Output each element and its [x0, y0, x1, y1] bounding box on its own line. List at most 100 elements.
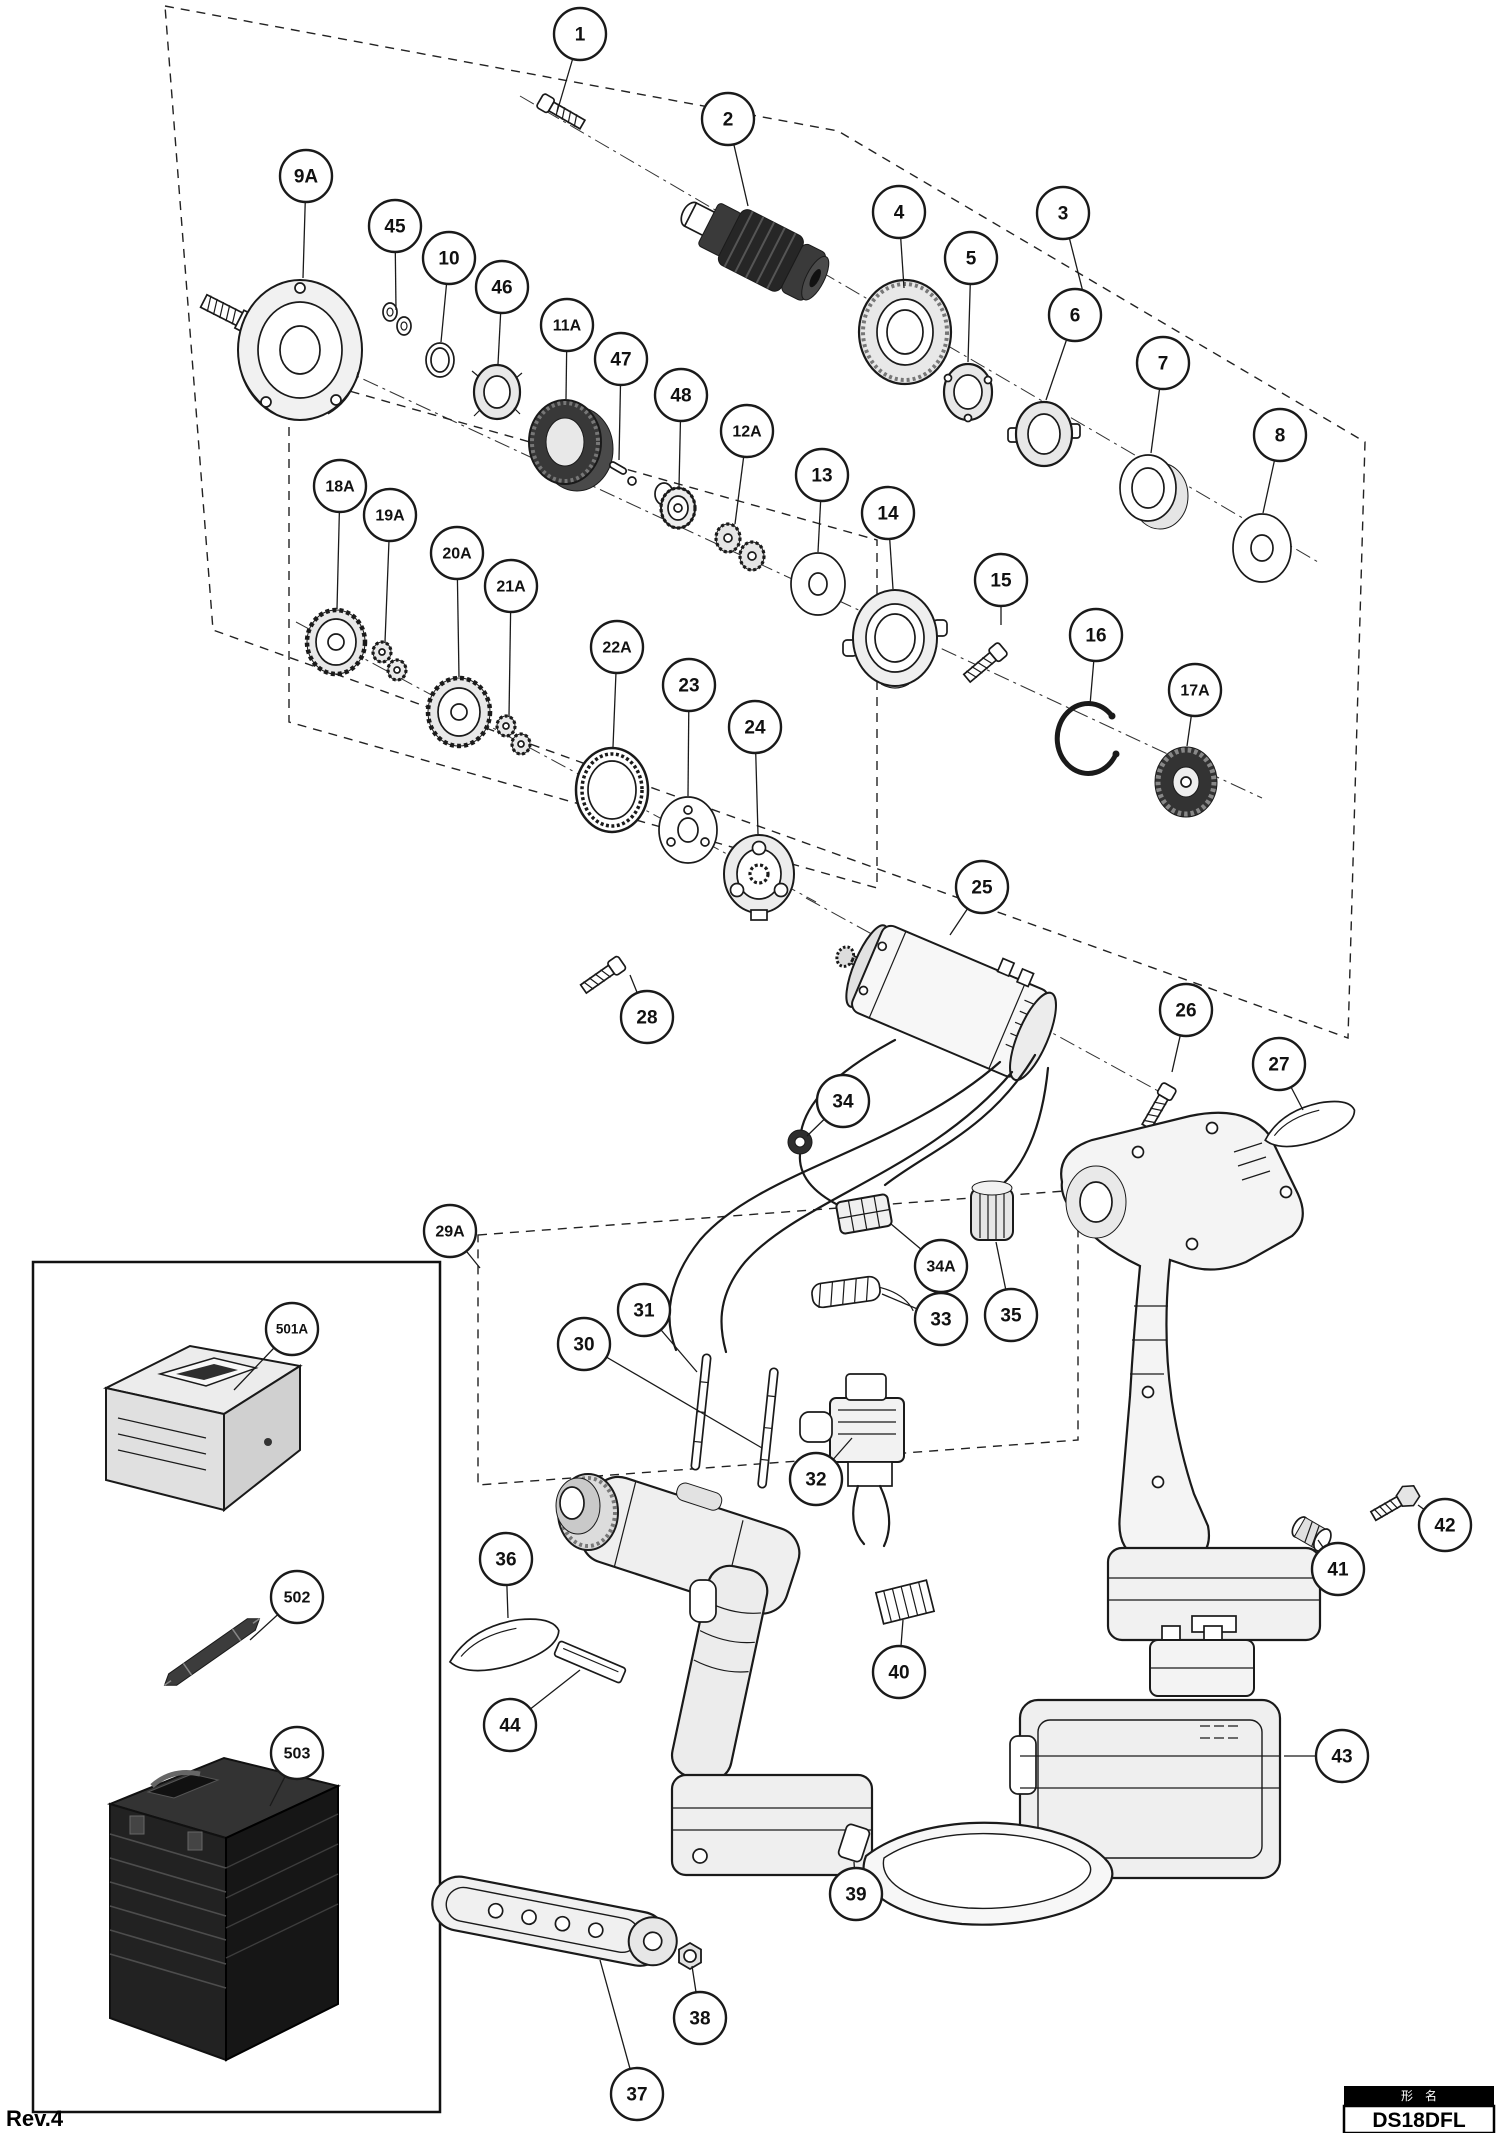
- callout-number: 26: [1175, 1001, 1196, 1022]
- part-42-bolt: [1369, 1484, 1421, 1522]
- callout-24: 24: [727, 699, 783, 835]
- callout-bubble: [593, 331, 649, 387]
- part-30-rod: [757, 1367, 779, 1489]
- callout-number: 40: [888, 1663, 909, 1684]
- callout-bubble: [1167, 662, 1223, 718]
- model-number-label: DS18DFL: [1372, 2109, 1466, 2132]
- part-46-ring: [471, 363, 523, 421]
- callout-6: 6: [1045, 287, 1103, 401]
- callout-33: 33: [881, 1291, 969, 1347]
- callout-bubble: [312, 458, 368, 514]
- callout-2: 2: [700, 91, 756, 207]
- callout-29a: 29A: [422, 1203, 481, 1269]
- part-22a-ring-gear: [574, 746, 650, 834]
- callout-number: 1: [575, 25, 586, 46]
- callout-bubble: [815, 1073, 871, 1129]
- callout-41: 41: [1310, 1539, 1366, 1597]
- part-43-battery: [1009, 1625, 1282, 1880]
- callout-number: 3: [1058, 204, 1069, 225]
- part-27-label-plate: [1264, 1100, 1356, 1148]
- callout-number: 21A: [496, 579, 526, 596]
- callout-bubble: [700, 91, 756, 147]
- callout-number: 23: [678, 676, 699, 697]
- part-26-screw: [1141, 1082, 1177, 1131]
- callout-number: 8: [1275, 426, 1286, 447]
- part-4-ring-nut: [857, 278, 953, 386]
- part-47-pin: [608, 461, 637, 486]
- title-block-header-label: 形 名: [1401, 2088, 1437, 2103]
- callout-number: 29A: [435, 1224, 465, 1241]
- callout-number: 28: [636, 1008, 657, 1029]
- callout-number: 9A: [294, 167, 319, 188]
- callout-bubble: [1251, 1036, 1307, 1092]
- callout-44: 44: [482, 1669, 581, 1753]
- callout-48: 48: [653, 367, 709, 488]
- part-44-strip: [553, 1640, 627, 1684]
- revision-label: Rev.4: [6, 2106, 64, 2131]
- callout-3: 3: [1035, 185, 1091, 301]
- part-19a-pinions: [371, 640, 408, 682]
- callout-10: 10: [421, 230, 477, 343]
- callout-45: 45: [367, 198, 423, 311]
- callout-15: 15: [973, 552, 1029, 625]
- callout-number: 10: [438, 249, 459, 270]
- callout-9a: 9A: [278, 148, 334, 279]
- upper-assembly-boundary: [164, 5, 1366, 1039]
- callout-bubble: [1068, 607, 1124, 663]
- callout-46: 46: [474, 259, 530, 365]
- callout-bubble: [269, 1725, 325, 1781]
- callout-36: 36: [478, 1531, 534, 1619]
- part-39-strap: [837, 1821, 1114, 1926]
- part-34-grommet: [787, 1129, 813, 1155]
- callout-502: 502: [249, 1569, 325, 1641]
- callout-13: 13: [794, 447, 850, 553]
- callout-18a: 18A: [312, 458, 368, 610]
- callout-number: 48: [670, 386, 691, 407]
- callout-bubble: [672, 1990, 728, 2046]
- part-40-terminal: [874, 1579, 936, 1625]
- callout-22a: 22A: [589, 619, 645, 748]
- callout-bubble: [589, 619, 645, 675]
- callout-bubble: [619, 989, 675, 1045]
- title-block-model-cell: [1342, 2104, 1496, 2135]
- part-2-chuck: [680, 201, 830, 301]
- callout-number: 7: [1158, 354, 1169, 375]
- part-28-screw: [579, 955, 627, 995]
- callout-number: 44: [499, 1716, 521, 1737]
- callout-bubble: [539, 297, 595, 353]
- callout-40: 40: [871, 1619, 927, 1700]
- callout-number: 42: [1434, 1516, 1455, 1537]
- callout-number: 17A: [1180, 683, 1210, 700]
- callout-bubble: [421, 230, 477, 286]
- callout-26: 26: [1158, 982, 1214, 1073]
- accessory-inset-box: [31, 1260, 442, 2114]
- callout-number: 45: [384, 217, 406, 238]
- part-21a-pinions: [495, 714, 532, 756]
- callout-47: 47: [593, 331, 649, 461]
- callout-5: 5: [943, 230, 999, 363]
- callout-bubble: [727, 699, 783, 755]
- part-35-knob: [970, 1180, 1014, 1241]
- callout-number: 41: [1327, 1560, 1349, 1581]
- callout-bubble: [1035, 185, 1091, 241]
- callout-number: 24: [744, 718, 766, 739]
- callout-number: 502: [284, 1590, 311, 1607]
- callout-20a: 20A: [429, 525, 485, 678]
- callout-7: 7: [1135, 335, 1191, 454]
- callout-bubble: [278, 148, 334, 204]
- part-16-clip: [1054, 700, 1120, 776]
- callout-1: 1: [552, 6, 608, 113]
- callout-bubble: [483, 558, 539, 614]
- part-6-ring: [1007, 400, 1081, 468]
- callout-25: 25: [949, 859, 1010, 936]
- callout-number: 37: [626, 2085, 647, 2106]
- part-9a-gear-cover: [199, 279, 363, 421]
- callout-bubble: [478, 1531, 534, 1587]
- callout-39: 39: [828, 1861, 884, 1922]
- callout-bubble: [609, 2066, 665, 2122]
- callout-number: 501A: [276, 1322, 309, 1337]
- callout-bubble: [269, 1569, 325, 1625]
- callout-19a: 19A: [362, 487, 418, 643]
- title-block: 形 名 DS18DFL: [1342, 2086, 1496, 2135]
